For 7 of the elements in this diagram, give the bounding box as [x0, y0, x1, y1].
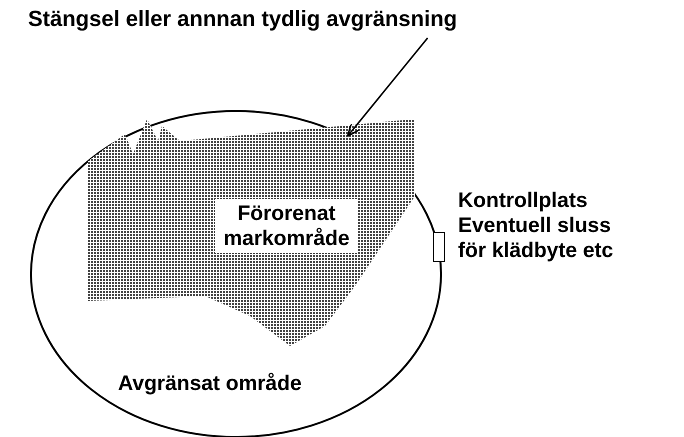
fence-label: Stängsel eller annnan tydlig avgränsning: [28, 6, 458, 31]
control-point-box: [433, 232, 445, 262]
area-label: Avgränsat område: [118, 371, 302, 396]
contaminated-area-label: Förorenat markområde: [215, 199, 358, 253]
control-point-note: Eventuell sluss för klädbyte etc: [458, 213, 614, 263]
leader-arrow: [346, 38, 428, 138]
control-point-note: Kontrollplats: [458, 188, 588, 213]
